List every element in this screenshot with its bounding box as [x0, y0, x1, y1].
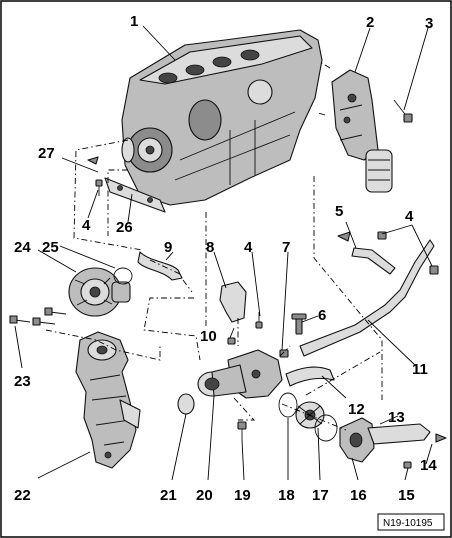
- bolt-10: [227, 337, 236, 345]
- callout-5: 5: [335, 203, 343, 220]
- bolt-6: [291, 313, 307, 335]
- callout-14: 14: [420, 457, 437, 474]
- callout-27: 27: [38, 145, 55, 162]
- bolt-15: [403, 461, 412, 469]
- assembly-line-pump-housing: [143, 297, 201, 361]
- assembly-line-thermostat: [233, 351, 381, 431]
- bolts-23: [9, 307, 67, 326]
- assembly-line-bracket: [205, 212, 291, 357]
- o-ring-25: [113, 267, 133, 285]
- callout-13: 13: [388, 409, 405, 426]
- callout-19: 19: [234, 487, 251, 504]
- callout-22: 22: [14, 487, 31, 504]
- figure-reference-box: [377, 513, 445, 531]
- o-ring-21: [177, 393, 195, 415]
- callout-4-c: 4: [244, 239, 253, 256]
- figure-reference-label: N19-10195: [383, 518, 433, 529]
- assembly-line-hose-9: [149, 259, 193, 293]
- seal-18: [278, 392, 298, 418]
- callout-4-a: 4: [82, 217, 91, 234]
- callout-17: 17: [312, 487, 329, 504]
- callout-24: 24: [14, 239, 31, 256]
- callout-18: 18: [278, 487, 295, 504]
- coolant-pipe-11: [299, 239, 435, 357]
- assembly-line-oil-filter: [317, 61, 331, 116]
- bolt-4-right-b: [429, 265, 439, 275]
- callout-21: 21: [160, 487, 177, 504]
- callout-16: 16: [350, 487, 367, 504]
- callout-20: 20: [196, 487, 213, 504]
- pump-housing-22: [75, 331, 141, 469]
- callout-2: 2: [366, 14, 374, 31]
- assembly-line-pipe-11: [313, 176, 383, 400]
- callout-labels: 1 2 3 27 4 26 5 4 24 25 9 8 4 7 6 10 11 …: [14, 13, 437, 504]
- callout-12: 12: [348, 401, 365, 418]
- pipe-end-5: [351, 247, 396, 275]
- hose-9: [137, 251, 183, 281]
- bolt-3: [393, 99, 413, 123]
- bolt-4-middle: [255, 312, 263, 329]
- assembly-line-left: [73, 139, 143, 251]
- engine-block: [121, 29, 323, 206]
- seal-16: [314, 414, 338, 442]
- assembly-line-pump: [45, 329, 161, 361]
- arrow-14: [435, 433, 447, 443]
- leader-lines: [14, 25, 433, 481]
- callout-8: 8: [206, 239, 214, 256]
- callout-11: 11: [412, 361, 428, 378]
- callout-23: 23: [14, 373, 31, 390]
- callout-26: 26: [116, 219, 133, 236]
- callout-7: 7: [282, 239, 290, 256]
- callout-10: 10: [200, 328, 217, 345]
- callout-6: 6: [318, 307, 326, 324]
- hose-12: [285, 366, 335, 387]
- oil-filter-housing: [331, 69, 393, 193]
- connection-piece-13: [339, 417, 431, 463]
- callout-3: 3: [425, 15, 433, 32]
- figure-reference: N19-10195: [377, 513, 445, 531]
- coolant-pump-24: [68, 267, 131, 317]
- arrow-5: [337, 231, 351, 242]
- callout-4-b: 4: [405, 208, 414, 225]
- bolt-19: [237, 421, 247, 440]
- callout-1: 1: [130, 13, 138, 30]
- callout-25: 25: [42, 239, 59, 256]
- arrow-27: [87, 156, 99, 165]
- callout-15: 15: [398, 487, 415, 504]
- thermostat-housing: [197, 349, 289, 399]
- bolt-4-left: [95, 179, 103, 196]
- callout-9: 9: [164, 239, 172, 256]
